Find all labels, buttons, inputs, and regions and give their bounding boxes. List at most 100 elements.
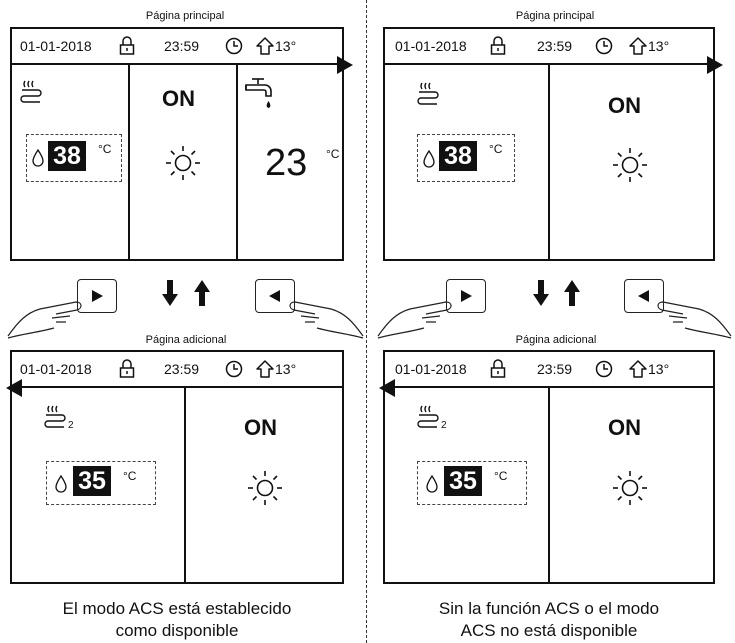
dhw-temp: 23 [265, 142, 308, 184]
status-bar: 01-01-2018 23:59 13° [385, 29, 713, 63]
arrow-right-icon [707, 56, 723, 74]
main-screen-left: 01-01-2018 23:59 13° 38 °C ON [10, 27, 353, 261]
caption-right: Sin la función ACS o el modo ACS no está… [383, 598, 715, 642]
header-rule [385, 386, 713, 388]
drop-icon [32, 148, 44, 167]
date: 01-01-2018 [395, 38, 467, 54]
date: 01-01-2018 [20, 361, 92, 377]
column-divider [128, 65, 130, 259]
outdoor-temp: 13° [275, 38, 297, 54]
clock-icon [595, 360, 613, 378]
arrow-down-icon [162, 280, 178, 306]
floor-heating-icon [20, 80, 42, 103]
zone2-set-temp[interactable]: 35 [444, 466, 482, 496]
column-divider [184, 388, 186, 582]
zone2-temp-box [417, 461, 527, 505]
left-hand-icon [7, 301, 82, 339]
time: 23:59 [164, 361, 200, 377]
mode-state[interactable]: ON [244, 415, 277, 440]
main-page-title: Página principal [145, 10, 225, 22]
sun-icon [613, 471, 647, 505]
floor-heating-icon [417, 405, 439, 428]
mode-state[interactable]: ON [162, 86, 195, 111]
arrow-down-icon [533, 280, 549, 306]
play-right-icon [92, 290, 103, 302]
extra-screen-right: 01-01-2018 23:59 13° 2 35 °C ON [379, 350, 715, 584]
lock-icon [490, 359, 506, 378]
outdoor-temp: 13° [648, 361, 670, 377]
caption-line: ACS no está disponible [460, 621, 638, 640]
arrow-left-icon [6, 379, 22, 397]
zone1-set-temp[interactable]: 38 [48, 141, 86, 171]
home-icon [629, 37, 647, 55]
center-divider [366, 0, 367, 643]
zone1-temp-box [417, 134, 515, 182]
caption-left: El modo ACS está establecido como dispon… [10, 598, 344, 642]
extra-page-title: Página adicional [515, 334, 597, 346]
right-hand-icon [657, 301, 732, 339]
time: 23:59 [537, 361, 573, 377]
date: 01-01-2018 [395, 361, 467, 377]
main-page-title: Página principal [515, 10, 595, 22]
temp-unit: °C [489, 142, 503, 156]
zone2-temp-box [46, 461, 156, 505]
caption-line: El modo ACS está establecido [62, 599, 292, 618]
home-icon [629, 360, 647, 378]
mode-state[interactable]: ON [608, 93, 641, 118]
mode-state[interactable]: ON [608, 415, 641, 440]
outdoor-temp: 13° [275, 361, 297, 377]
drop-icon [55, 474, 67, 493]
tap-icon [245, 78, 272, 108]
header-rule [12, 63, 342, 65]
home-icon [256, 360, 274, 378]
extra-page-title: Página adicional [145, 334, 227, 346]
status-bar: 01-01-2018 23:59 13° [12, 352, 342, 386]
play-left-icon [269, 290, 280, 302]
drop-icon [426, 474, 438, 493]
sun-icon [248, 471, 282, 505]
lock-icon [119, 359, 135, 378]
drop-icon [423, 149, 435, 168]
arrow-up-icon [194, 280, 210, 306]
sun-icon [613, 148, 647, 182]
extra-screen-left: 01-01-2018 23:59 13° 2 35 °C ON [6, 350, 344, 584]
column-divider [548, 65, 550, 259]
outdoor-temp: 13° [648, 38, 670, 54]
column-divider [236, 65, 238, 259]
home-icon [256, 37, 274, 55]
caption-line: como disponible [115, 621, 239, 640]
status-bar: 01-01-2018 23:59 13° [12, 29, 342, 63]
zone1-temp-box [26, 134, 122, 182]
clock-icon [595, 37, 613, 55]
arrow-left-icon [379, 379, 395, 397]
temp-unit: °C [494, 469, 508, 483]
zone-number: 2 [441, 420, 447, 431]
right-hand-icon [289, 301, 364, 339]
play-right-icon [461, 290, 472, 302]
lock-icon [119, 36, 135, 55]
column-divider [548, 388, 550, 582]
header-rule [12, 386, 342, 388]
caption-line: Sin la función ACS o el modo [438, 599, 660, 618]
time: 23:59 [537, 38, 573, 54]
temp-unit: °C [98, 142, 112, 156]
arrow-up-icon [564, 280, 580, 306]
status-bar: 01-01-2018 23:59 13° [385, 352, 713, 386]
zone2-set-temp[interactable]: 35 [73, 466, 111, 496]
time: 23:59 [164, 38, 200, 54]
header-rule [385, 63, 713, 65]
zone-number: 2 [68, 420, 74, 431]
sun-icon [166, 146, 200, 180]
clock-icon [225, 37, 243, 55]
arrow-right-icon [337, 56, 353, 74]
floor-heating-icon [44, 405, 66, 428]
clock-icon [225, 360, 243, 378]
date: 01-01-2018 [20, 38, 92, 54]
play-left-icon [638, 290, 649, 302]
temp-unit: °C [326, 147, 340, 161]
main-screen-right: 01-01-2018 23:59 13° 38 °C ON [383, 27, 723, 261]
left-hand-icon [377, 301, 452, 339]
lock-icon [490, 36, 506, 55]
zone1-set-temp[interactable]: 38 [439, 141, 477, 171]
floor-heating-icon [417, 82, 439, 105]
